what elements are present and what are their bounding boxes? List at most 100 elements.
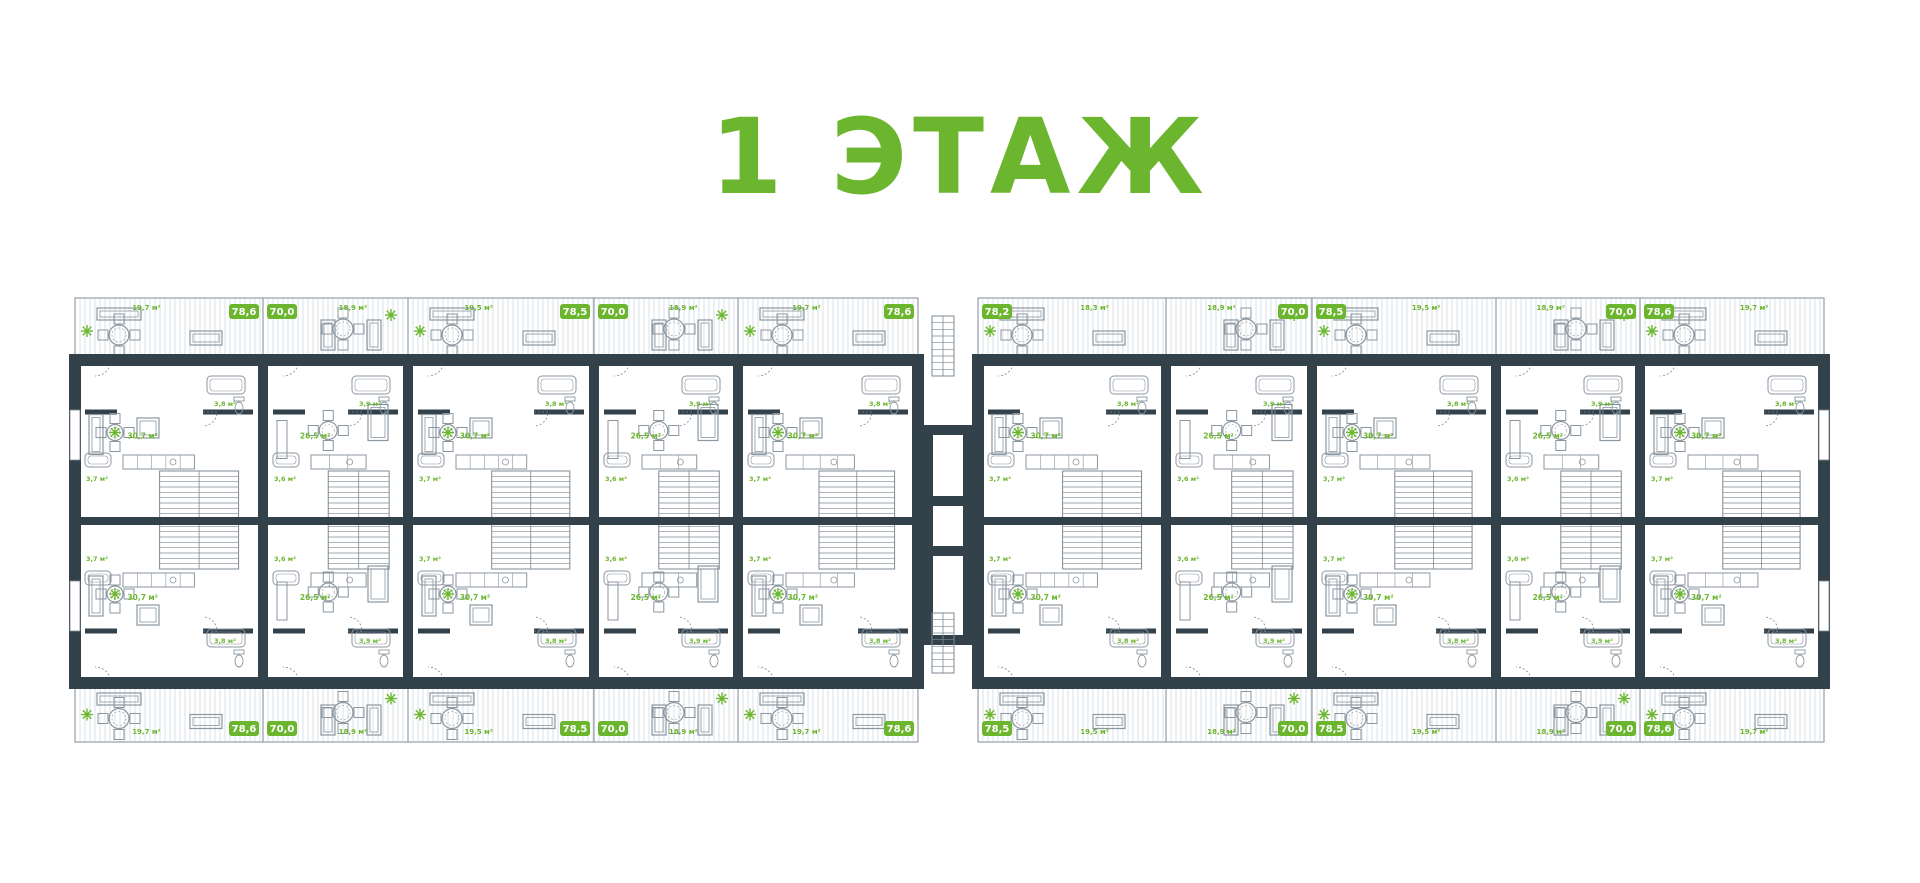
apartment-bottom-4-wc-basin [603,570,631,586]
balcony-bottom-7-plant [1288,692,1300,705]
apartment-top-6-toilet-bowl [1137,401,1147,415]
apartment-bottom-10-toilet-tank [1794,649,1806,655]
balcony-top-3-plant-leaf-1 [419,330,425,336]
balcony-bottom-5-area: 19,7 м² [792,728,821,736]
apartment-top-9-dining-table-chair-1 [1570,425,1582,436]
balcony-bottom-1-sofa [96,692,142,706]
apartment-top-6-toilet [1136,396,1148,415]
apartment-bottom-5-bathtub [861,628,901,648]
apartment-top-9-bathtub-inner [1586,378,1620,392]
apartment-top-3-wc-basin-outer [417,452,445,468]
apartment-top-5-dining-table-top [769,423,787,442]
apartment-top-10-toilet-tank [1794,396,1806,402]
apartment-bottom-6-toilet-bowl [1137,654,1147,668]
apartment-bottom-6-bath-area: 3,8 м² [1117,637,1139,645]
apartment-bottom-10-table-plant [1674,588,1686,600]
balcony-bottom-1-plant-leaf-3 [82,714,88,720]
apartment-top-8-bath-door [1435,411,1451,427]
balcony-bottom-7-round-table-chair-2 [1240,691,1252,702]
balcony-top-2-badge-text: 70,0 [270,307,295,318]
balcony-top-2-plant-leaf-1 [390,314,396,320]
apartment-top-5-sofa [751,413,767,456]
apartment-top-8-wc-basin-inner [1324,455,1346,465]
balcony-bottom-6-round-table [1000,697,1044,740]
apartment-top-6-dining-table-chair-3 [1012,441,1024,452]
balcony-bottom-3-plant-leaf-1 [419,714,425,720]
apartment-top-9-dining-table-chair-3 [1555,440,1567,451]
apartment-top-7-armchair [1271,403,1293,442]
balcony-bottom-10-round-table-chair-3 [1678,729,1690,740]
balcony-top-6-area: 18,3 м² [1080,304,1109,312]
balcony-bottom-7-area: 18,9 м² [1207,728,1236,736]
apartment-top-10-armchair-cushion [1704,420,1722,436]
apartment-bottom-4-bathtub-outer [681,628,721,648]
apartment-bottom-4-toilet-bowl [709,654,719,668]
balcony-top-8-round-table-chair-1 [1366,329,1378,341]
balcony-top-3-round-table-top [441,324,463,346]
balcony-bottom-5-plant-leaf-7 [749,709,755,715]
balcony-bottom-8-area: 19,5 м² [1412,728,1441,736]
apartment-top-10-kitchen-hob [1733,458,1741,466]
apartment-bottom-9-dining-table-pattern [1554,585,1568,599]
apartment-top-4-wardrobe [607,420,619,459]
balcony-top-8-lounge-cushion [1429,333,1457,343]
apartment-bottom-10-dining-table-chair-1 [1688,588,1700,600]
apartment-top-1-dining-table-chair-1 [123,427,135,438]
balcony-bottom-7-chair-l-frame [1223,704,1239,736]
apartment-top-5-armchair-frame [799,417,823,439]
apartment-bottom-5-armchair [799,604,823,626]
balcony-top-3-badge-bg [560,304,590,319]
apartment-bottom-8-living-area: 30,7 м² [1363,593,1394,602]
balcony-bottom-6-round-table-chair-2 [1016,697,1028,708]
balcony-bottom-6-lounge [1092,713,1126,730]
apartment-bottom-7-bath-area: 3,9 м² [1263,637,1285,645]
balcony-top-8-plant-leaf-7 [1323,326,1329,332]
apartment-bottom-2-bath-door [347,616,363,632]
apartment-bottom-9-wc-basin-outer [1505,570,1533,586]
balcony-bottom-10-round-table-chair-1 [1694,713,1706,724]
apartment-bottom-1-table-plant-leaf-5 [110,589,116,595]
apartment-top-3-bathtub-outer [537,375,577,395]
apartment-bottom-1-table-plant [109,588,121,600]
apartment-top-10-bath-area: 3,8 м² [1775,400,1797,408]
apartment-bottom-5-bathtub-inner [864,631,898,645]
apartment-top-3-dining-table-chair-3 [442,441,454,452]
window-left-2 [69,580,81,632]
apartment-bottom-4-wc-basin-outer [603,570,631,586]
apartment-bottom-1-wc-basin [84,570,112,586]
apartment-bottom-5-dining-table-top [769,585,787,603]
apartment-bottom-9-toilet-tank [1610,649,1622,655]
apartment-top-7-armchair-cushion [1274,407,1290,438]
balcony-top-1-plant-leaf-5 [82,326,88,332]
balcony-top-4: 70,0 [593,297,739,361]
balcony-bottom-7-badge-bg [1278,721,1308,736]
apartment-top-5-table-plant-leaf-3 [773,432,779,438]
apartment-top-8-sofa-cushion [1328,417,1338,452]
apartment-bottom-5-table-plant-leaf-7 [777,589,783,595]
balcony-bottom-4-round-table-top [663,701,685,724]
balcony-top-6-plant-leaf-3 [985,330,991,336]
balcony-top-9-round-table-chair-2 [1570,307,1582,319]
apartment-top-2-toilet-tank [378,396,390,402]
balcony-top-9-badge-bg [1606,304,1636,319]
balcony-bottom-6-sofa [999,692,1045,706]
balcony-top-3-badge-text: 78,5 [563,307,588,318]
apartment-top-10-dining-table [1660,413,1700,452]
balcony-top-4-plant [716,309,728,321]
apartment-bottom-5-dining-table-chair-0 [758,588,770,600]
apartment-top-2-dining-table [307,410,349,451]
apartment-top-6-dining-table-top [1009,423,1027,442]
apartment-top-1-stairs [159,470,240,520]
apartment-top-5 [738,359,918,521]
apartment-top-3-bathtub [537,375,577,395]
balcony-top-8-badge: 78,5 [1316,304,1346,319]
apartment-bottom-3-living-area: 30,7 м² [460,593,491,602]
balcony-top-1-sofa [96,307,142,321]
balcony-top-9-chair-l-frame [1553,319,1569,351]
apartment-bottom-2-toilet-bowl [379,654,389,668]
apartment-bottom-5-kitchen-hob [830,576,838,584]
balcony-bottom-8-round-table [1334,697,1378,740]
apartment-bottom-7-wc-basin [1175,570,1203,586]
balcony-bottom-9-chair-l [1553,704,1569,736]
balcony-top-4-round-table [652,307,696,351]
